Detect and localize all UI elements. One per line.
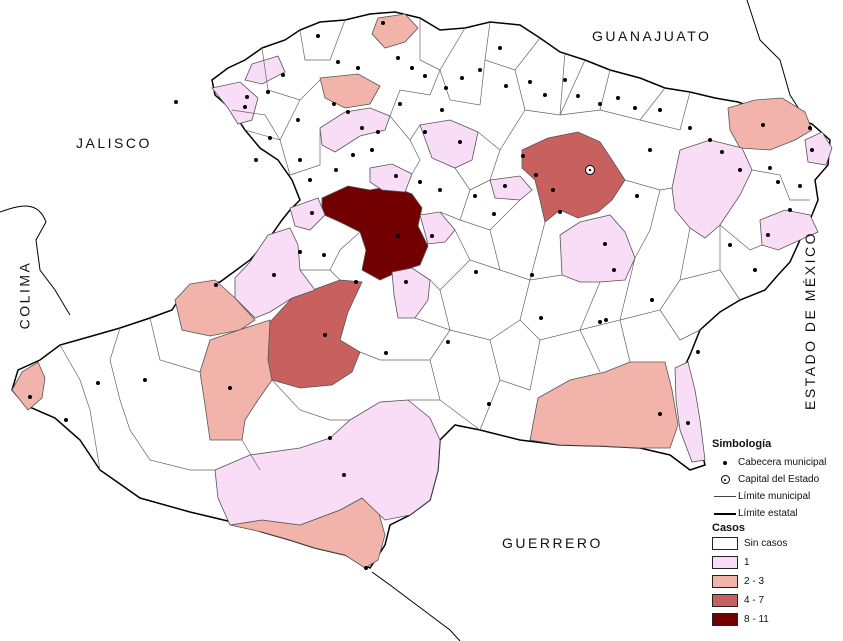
- swatch-2-3: [712, 575, 738, 588]
- municipio-1-b: [211, 81, 259, 125]
- legend-class-2: 2 - 3: [712, 572, 840, 591]
- label-guerrero: GUERRERO: [502, 535, 603, 551]
- label-guanajuato: GUANAJUATO: [592, 28, 712, 44]
- municipio-2-3-d: [174, 279, 256, 337]
- capital-circle-icon: [712, 475, 738, 484]
- swatch-sin-casos: [712, 537, 738, 550]
- thick-line-icon: [712, 512, 738, 515]
- swatch-1: [712, 556, 738, 569]
- municipio-2-3-f: [11, 361, 46, 411]
- municipio-4-7-a: [521, 131, 626, 223]
- legend-class-label: Sin casos: [744, 538, 788, 549]
- legend-row-cabecera: Cabecera municipal: [712, 454, 840, 471]
- municipio-1-m: [234, 227, 316, 319]
- municipio-1-p: [214, 399, 441, 526]
- municipal-boundaries: [59, 18, 810, 471]
- municipio-2-3-e: [199, 319, 273, 441]
- guanajuato-mexico-boundary: [746, 0, 807, 121]
- legend-class-4: 8 - 11: [712, 610, 840, 629]
- legend-class-0: Sin casos: [712, 534, 840, 553]
- label-colima: COLIMA: [16, 260, 33, 330]
- legend-title: Simbología: [712, 438, 772, 450]
- municipio-1-f: [489, 175, 533, 201]
- swatch-4-7: [712, 594, 738, 607]
- legend-row-limite-municipal: Límite municipal: [712, 488, 840, 505]
- legend-label-limite-estatal: Límite estatal: [738, 508, 798, 519]
- label-estado-mexico: ESTADO DE MÉXICO: [802, 231, 818, 410]
- municipio-1-h: [419, 211, 456, 245]
- municipio-2-3-g: [529, 361, 679, 449]
- legend-class-label: 4 - 7: [744, 595, 765, 606]
- municipio-2-3-c: [727, 97, 813, 151]
- municipio-1-i: [559, 214, 636, 283]
- municipio-1-c: [319, 107, 391, 153]
- coast-line: [371, 571, 461, 641]
- municipio-1-d: [419, 119, 479, 169]
- municipio-1-o: [674, 361, 706, 463]
- municipio-1-e: [369, 163, 413, 193]
- swatch-8-11: [712, 613, 738, 626]
- municipio-1-l: [804, 131, 833, 166]
- municipal-seats: [28, 21, 814, 570]
- legend-row-limite-estatal: Límite estatal: [712, 505, 840, 522]
- cabecera-dot-icon: [712, 460, 738, 465]
- capital-symbol: [585, 165, 595, 175]
- map-legend: Simbología Cabecera municipal Capital de…: [712, 438, 840, 629]
- legend-class-label: 8 - 11: [744, 614, 769, 625]
- municipio-2-3-b: [319, 73, 381, 109]
- legend-class-3: 4 - 7: [712, 591, 840, 610]
- municipio-1-g: [289, 197, 326, 231]
- label-jalisco: JALISCO: [76, 135, 152, 151]
- legend-cases-title: Casos: [712, 522, 746, 534]
- legend-label-capital: Capital del Estado: [738, 474, 820, 485]
- legend-label-cabecera: Cabecera municipal: [738, 457, 827, 468]
- legend-class-label: 2 - 3: [744, 576, 765, 587]
- legend-row-capital: Capital del Estado: [712, 471, 840, 488]
- thin-line-icon: [712, 496, 738, 497]
- legend-label-limite-municipal: Límite municipal: [738, 491, 811, 502]
- legend-class-1: 1: [712, 553, 840, 572]
- municipio-1-n: [391, 267, 431, 319]
- neighbor-boundaries: [0, 0, 807, 316]
- legend-class-label: 1: [744, 557, 750, 568]
- jalisco-colima-boundary: [0, 205, 71, 316]
